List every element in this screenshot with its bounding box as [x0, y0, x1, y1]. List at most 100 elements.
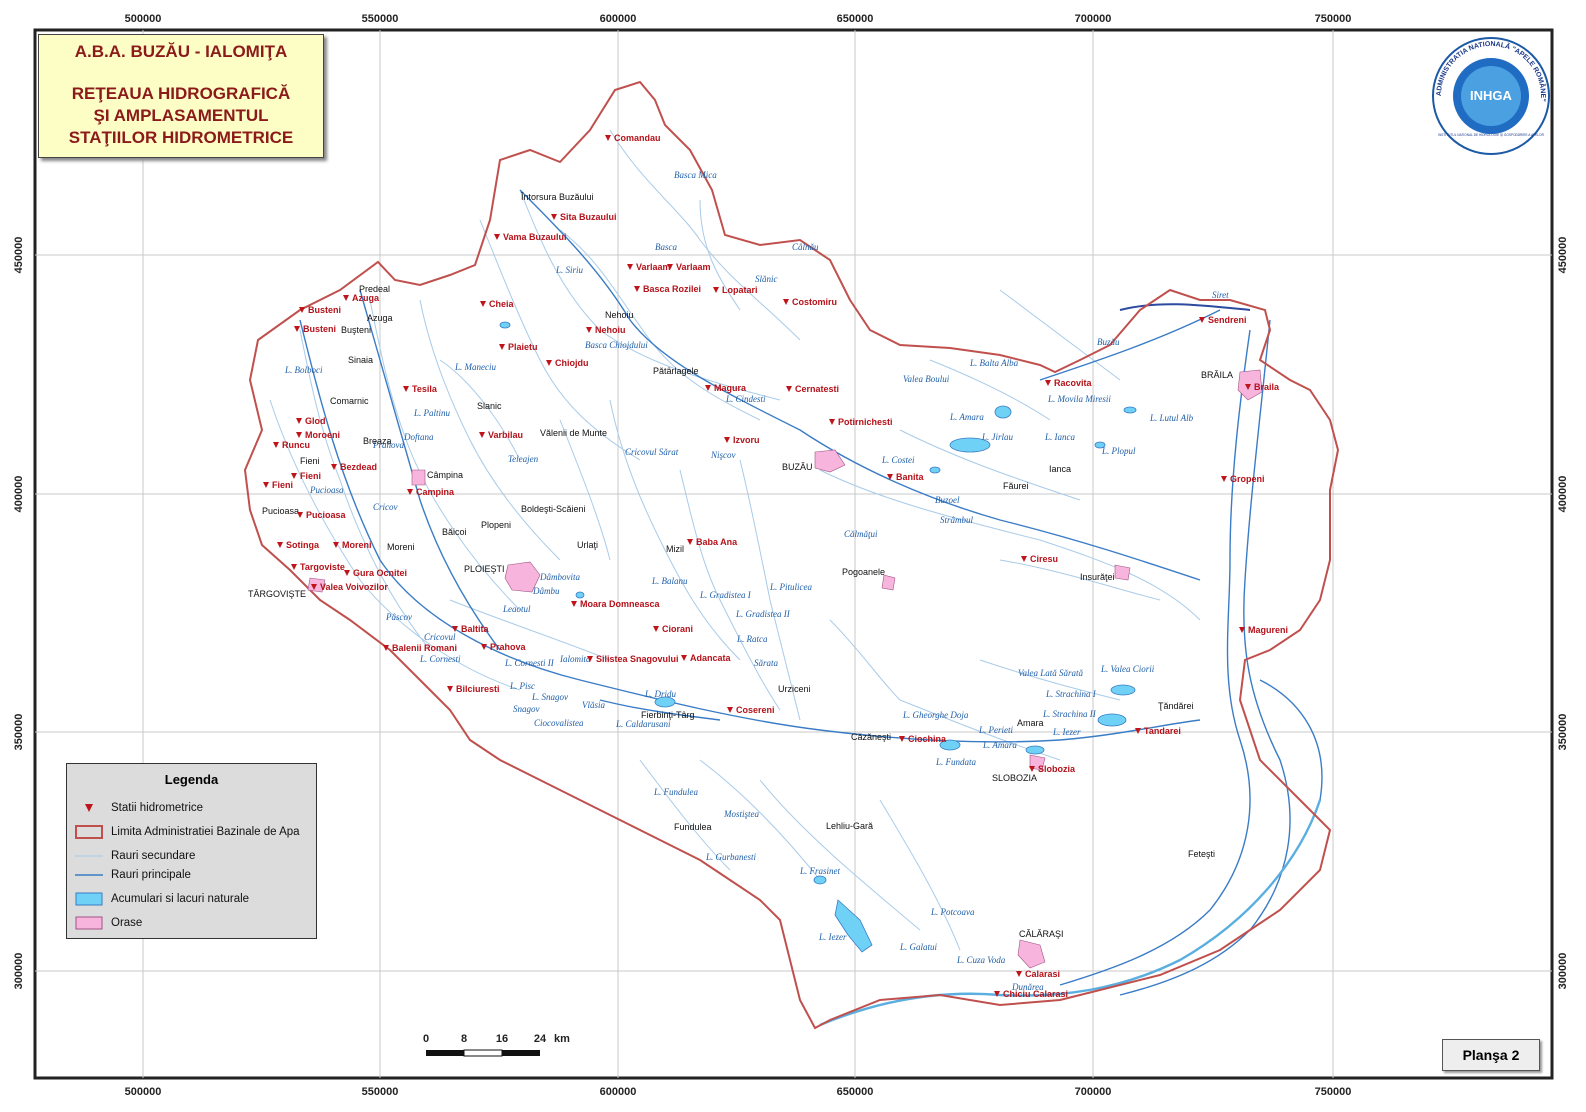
- x-tick: 650000: [837, 1086, 874, 1098]
- water-label: L. Balta Alba: [969, 358, 1019, 368]
- town-label: Comarnic: [330, 396, 369, 406]
- town-label: Boldeşti-Scăieni: [521, 504, 586, 514]
- station-label: Fieni: [300, 471, 321, 481]
- legend-label: Orase: [111, 917, 143, 929]
- station-marker: [705, 385, 711, 391]
- y-tick: 450000: [13, 237, 25, 274]
- title-line-1: A.B.A. BUZĂU - IALOMIŢA: [74, 42, 288, 61]
- station-label: Chiojdu: [555, 358, 589, 368]
- station-label: Gura Ocnitei: [353, 568, 407, 578]
- towns-areas: [307, 369, 1263, 969]
- station-marker: [546, 360, 552, 366]
- water-label: L. Ratca: [736, 634, 768, 644]
- station-marker: [296, 418, 302, 424]
- station-label: Plaietu: [508, 342, 538, 352]
- y-tick: 350000: [1557, 714, 1569, 751]
- x-tick: 700000: [1075, 1086, 1112, 1098]
- station-marker: [296, 432, 302, 438]
- station-label: Bilciuresti: [456, 684, 500, 694]
- scale-unit: km: [554, 1033, 570, 1045]
- town-label: Nehoiu: [605, 310, 634, 320]
- plate-number: Planşa 2: [1442, 1039, 1540, 1071]
- station-marker: [291, 564, 297, 570]
- water-label: L. Amara: [982, 740, 1017, 750]
- station-marker: [447, 686, 453, 692]
- station-label: Izvoru: [733, 435, 760, 445]
- water-label: Buzoel: [935, 495, 960, 505]
- station-marker: [829, 419, 835, 425]
- station-marker: [344, 570, 350, 576]
- station-marker: [452, 626, 458, 632]
- water-label: L. Cindesti: [725, 394, 766, 404]
- legend-item-towns: Orase: [75, 915, 142, 931]
- station-label: Varbilau: [488, 430, 523, 440]
- water-label: Siret: [1212, 290, 1229, 300]
- station-marker: [667, 264, 673, 270]
- station-label: Tesila: [412, 384, 438, 394]
- station-label: Sendreni: [1208, 315, 1247, 325]
- station-label: Adancata: [690, 653, 732, 663]
- y-axis-left: 450000 400000 350000 300000: [13, 237, 25, 990]
- water-label: L. Fundata: [935, 757, 977, 767]
- town-label: Feteşti: [1188, 849, 1215, 859]
- station-label: Ciresu: [1030, 554, 1058, 564]
- town-label: CĂLĂRAŞI: [1019, 929, 1064, 939]
- station-label: Moreni: [342, 540, 372, 550]
- station-label: Calarasi: [1025, 969, 1060, 979]
- water-label: Sărata: [754, 658, 779, 668]
- water-label: Valea Boului: [903, 374, 950, 384]
- town-label: Predeal: [359, 284, 390, 294]
- station-label: Varlaam: [676, 262, 711, 272]
- station-marker: [653, 626, 659, 632]
- water-label: L. Ianca: [1044, 432, 1075, 442]
- station-label: Glod: [305, 416, 326, 426]
- town-label: Mizil: [666, 544, 684, 554]
- town-labels: Întorsura BuzăuluiNehoiuPătârlageleVălen…: [248, 192, 1233, 939]
- water-label: L. Movila Miresii: [1047, 394, 1111, 404]
- legend-item-boundary: Limita Administratiei Bazinale de Apa: [75, 824, 300, 840]
- y-tick: 400000: [1557, 476, 1569, 513]
- station-marker: [634, 286, 640, 292]
- title-line-4: STAŢIILOR HIDROMETRICE: [68, 128, 294, 147]
- water-label: L. Amara: [949, 412, 984, 422]
- y-tick: 450000: [1557, 237, 1569, 274]
- legend-item-stations: Statii hidrometrice: [75, 800, 203, 816]
- station-label: Gropeni: [1230, 474, 1265, 484]
- station-label: Baltita: [461, 624, 490, 634]
- station-marker: [297, 512, 303, 518]
- town-label: PLOIEŞTI: [464, 564, 505, 574]
- station-marker: [383, 645, 389, 651]
- station-marker: [724, 437, 730, 443]
- station-marker: [1045, 380, 1051, 386]
- town-label: TÂRGOVIŞTE: [248, 589, 306, 599]
- station-marker: [887, 474, 893, 480]
- inhga-logo: ADMINISTRATIA NATIONALĂ "APELE ROMÂNE" I…: [1432, 37, 1550, 155]
- town-label: BRĂILA: [1201, 370, 1233, 380]
- station-label: Ciochina: [908, 734, 947, 744]
- water-label: L. Balanu: [651, 576, 688, 586]
- station-label: Fieni: [272, 480, 293, 490]
- water-label: L. Frasinet: [799, 866, 841, 876]
- station-marker: [1221, 476, 1227, 482]
- town-label: Pucioasa: [262, 506, 299, 516]
- water-label: L. Snagov: [531, 692, 568, 702]
- water-label: Dunărea: [1011, 982, 1044, 992]
- station-marker: [1239, 627, 1245, 633]
- water-label: L. Lutul Alb: [1149, 413, 1194, 423]
- legend-heading: Legenda: [164, 772, 219, 787]
- station-label: Varlaam: [636, 262, 671, 272]
- station-marker: [783, 299, 789, 305]
- water-label: L. Maneciu: [454, 362, 496, 372]
- town-label: Urlaţi: [577, 540, 598, 550]
- station-label: Targoviste: [300, 562, 345, 572]
- x-tick: 500000: [125, 1086, 162, 1098]
- water-label: L. Paltinu: [413, 408, 451, 418]
- town-label: Slanic: [477, 401, 502, 411]
- station-label: Magureni: [1248, 625, 1288, 635]
- station-label: Costomiru: [792, 297, 837, 307]
- station-label: Sita Buzaului: [560, 212, 617, 222]
- water-label: L. Iezer: [1052, 727, 1081, 737]
- station-marker: [1245, 384, 1251, 390]
- scale-bar: 0 8 16 24 km: [423, 1033, 570, 1057]
- station-marker: [331, 464, 337, 470]
